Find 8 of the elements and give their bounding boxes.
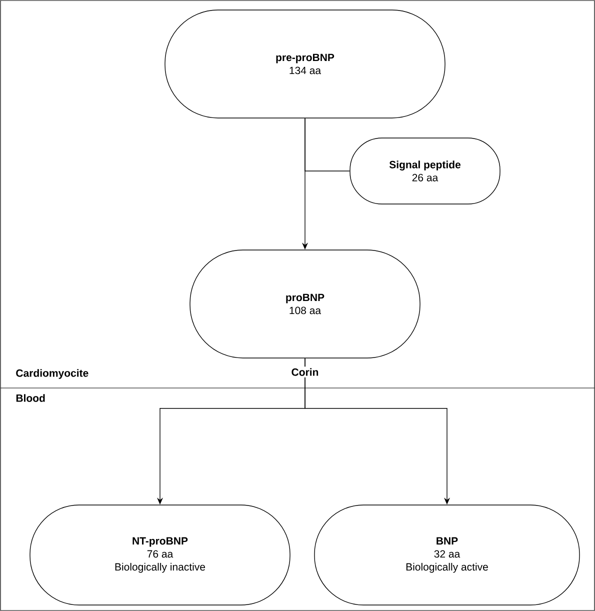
- process-box: Signal peptide 26 aa: [350, 138, 500, 204]
- region-label: Corin: [290, 366, 320, 378]
- region-label: Cardiomyocite: [14, 368, 90, 380]
- process-box: BNP 32 aa Biologically active: [314, 504, 580, 606]
- process-box: pre-proBNP 134 aa: [164, 10, 446, 118]
- process-box: NT-proBNP 76 aa Biologically inactive: [30, 504, 290, 606]
- region-label: Blood: [14, 392, 47, 404]
- process-box: proBNP 108 aa: [190, 250, 420, 358]
